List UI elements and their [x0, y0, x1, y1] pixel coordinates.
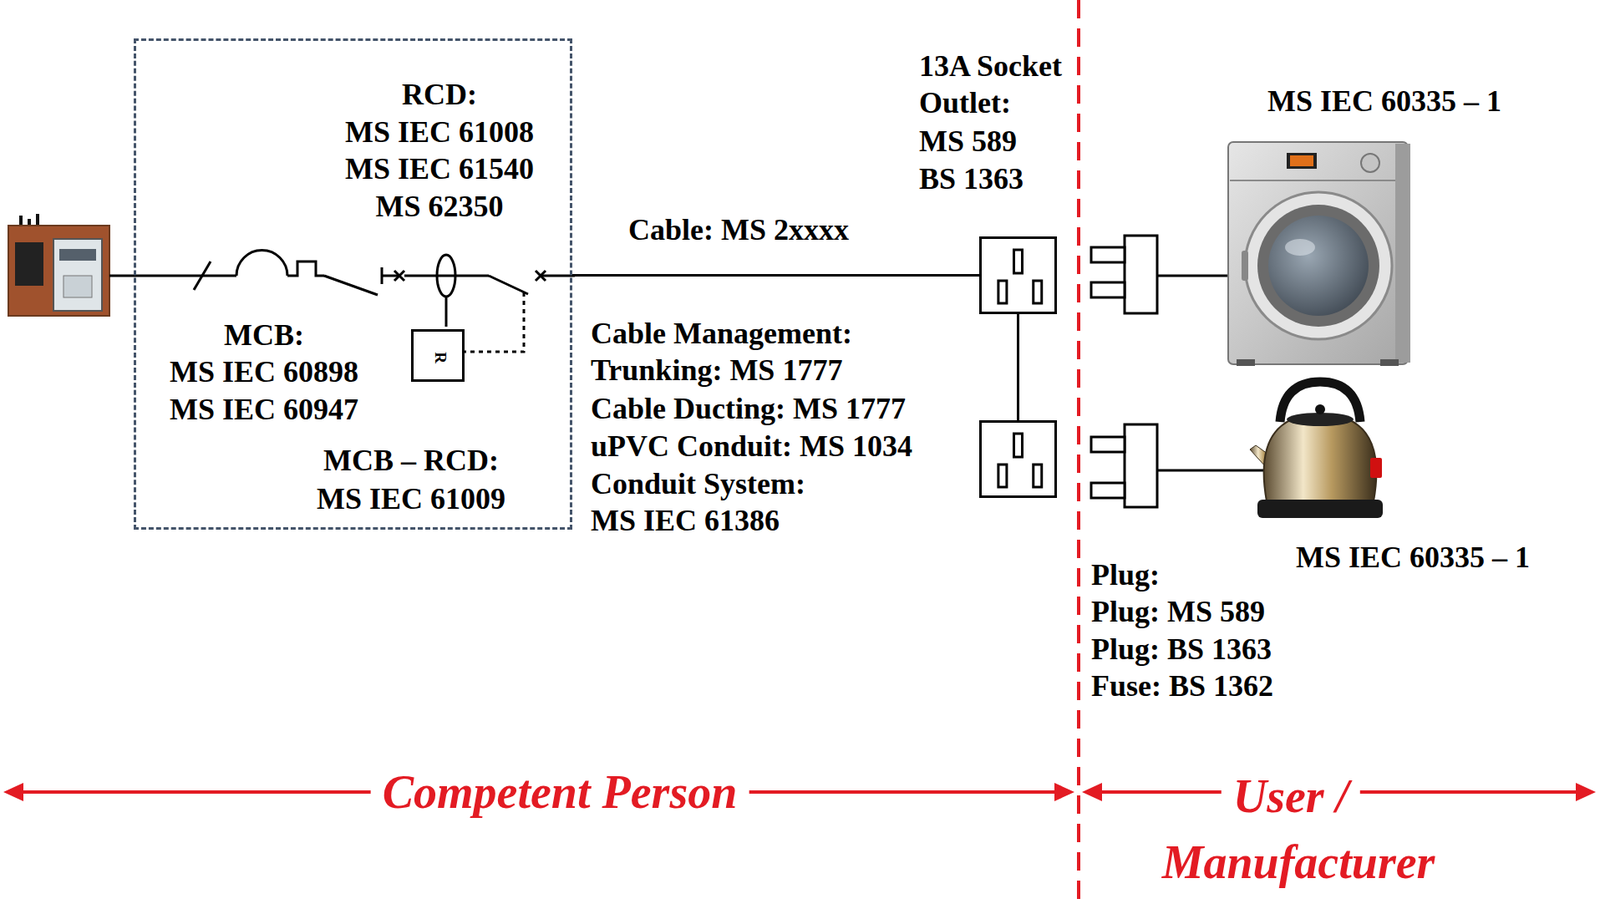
plug-pin: [1091, 247, 1125, 263]
standard-ref: Cable Ducting: MS 1777: [590, 390, 906, 427]
washer-door: [1244, 192, 1392, 340]
dashed-group-box: RCD:MS IEC 61008MS IEC 61540MS 62350MCB:…: [133, 38, 573, 530]
plug-body: [1124, 235, 1158, 314]
washer-display: [1286, 152, 1317, 169]
standard-ref: Plug: BS 1363: [1091, 630, 1272, 668]
socket-outlet: [979, 420, 1057, 498]
standard-ref: Conduit System:: [590, 465, 806, 503]
plug-pin: [1091, 482, 1125, 498]
standard-ref: MS IEC 61009: [316, 480, 506, 518]
outgoing-wire: [540, 274, 575, 278]
circuit-symbols: [109, 250, 575, 352]
relay-letter: R: [431, 351, 450, 364]
standard-ref: RCD:: [401, 76, 478, 113]
socket-slot: [998, 280, 1007, 304]
socket-frame: [980, 238, 1057, 314]
socket-slot: [1033, 280, 1042, 304]
washer-side: [1395, 143, 1411, 363]
arrow-head: [1081, 782, 1103, 802]
cable-label: Cable: MS 2xxxx: [624, 211, 853, 249]
standard-ref: Trunking: MS 1777: [590, 351, 843, 389]
magnetic-trip-step: [287, 261, 325, 276]
appliance-standard: MS IEC 60335 – 1: [1267, 82, 1502, 120]
responsibility-boundary: [1076, 0, 1081, 909]
section-heading: Plug:: [1091, 556, 1160, 594]
kettle-body: [1264, 419, 1377, 502]
socket-outlet: 13A Socket Outlet:MS 589BS 1363: [979, 236, 1057, 315]
washer-foot: [1380, 359, 1399, 366]
glass-highlight: [1285, 238, 1316, 256]
pole-slash: [193, 261, 211, 290]
standard-ref: MS IEC 61540: [345, 150, 534, 188]
kettle-switch: [1370, 457, 1382, 478]
standard-ref: MS IEC 61008: [345, 113, 534, 151]
cutout-fuse: [15, 242, 44, 286]
socket-standard: MS 589: [919, 122, 1017, 160]
lid-knob: [1315, 404, 1326, 415]
current-transformer: [436, 254, 456, 297]
supply-wire: [109, 274, 237, 278]
standard-ref: MCB – RCD:: [323, 441, 499, 479]
responsibility-label: Manufacturer: [1150, 834, 1448, 890]
mcb-contact-cross: [394, 270, 405, 281]
door-glass: [1268, 215, 1369, 316]
door-ring: [1257, 204, 1380, 327]
standard-ref: MS IEC 60898: [169, 353, 359, 391]
plug-body: [1124, 424, 1158, 508]
kettle-lid: [1286, 412, 1354, 427]
thermal-trip-arc: [236, 250, 288, 276]
door-handle: [1241, 250, 1249, 281]
sense-wire: [445, 296, 448, 327]
responsibility-label: Competent Person: [370, 764, 750, 820]
socket-slot: [1014, 433, 1023, 458]
cable-connector: [1016, 314, 1020, 421]
washer-knob: [1361, 153, 1380, 173]
wood-board: [8, 225, 110, 316]
relay-box: R: [411, 329, 465, 382]
panel-line: [1229, 179, 1396, 182]
responsibility-label: User /: [1221, 768, 1361, 824]
socket-slot: [998, 464, 1007, 488]
meter-window: [63, 275, 92, 298]
socket-face: [979, 236, 1057, 315]
energy-meter: [53, 238, 102, 311]
arrow-head: [1575, 782, 1596, 802]
standard-ref: MS IEC 60947: [169, 391, 359, 428]
mcb-switch-blade: [324, 275, 378, 295]
washer-display-glow: [1290, 155, 1314, 167]
standard-ref: uPVC Conduit: MS 1034: [590, 427, 913, 465]
socket-standard: BS 1363: [919, 160, 1024, 198]
washing-machine: [1228, 142, 1411, 366]
socket-standard: 13A Socket Outlet:: [919, 47, 1097, 122]
section-heading: Cable Management:: [590, 314, 853, 352]
washer-body: [1228, 142, 1408, 365]
plug-pin: [1091, 436, 1125, 453]
standard-ref: Plug: MS 589: [1091, 593, 1265, 630]
socket-frame: [980, 421, 1057, 498]
socket-slot: [1014, 249, 1023, 274]
plug-pin: [1091, 282, 1125, 298]
mcb-contact: [381, 267, 400, 285]
kettle-base: [1257, 499, 1383, 519]
kettle: [1249, 381, 1383, 519]
meter-display: [59, 248, 97, 261]
arrow-head: [1054, 782, 1075, 802]
cable-connector: [572, 274, 980, 277]
standard-ref: MS 62350: [375, 187, 504, 225]
standard-ref: MCB:: [223, 316, 305, 354]
standard-ref: MS IEC 61386: [590, 502, 780, 539]
washer-foot: [1236, 359, 1255, 366]
appliance-standard: MS IEC 60335 – 1: [1295, 538, 1530, 576]
trip-link: [462, 292, 524, 352]
socket-slot: [1033, 464, 1042, 488]
socket-face: [979, 420, 1057, 498]
arrow-head: [3, 782, 24, 802]
appliance-cord: [1157, 274, 1229, 278]
standard-ref: Fuse: BS 1362: [1091, 667, 1274, 705]
appliance-cord: [1157, 469, 1264, 473]
rcd-switch-blade: [488, 275, 529, 295]
meter-board: [8, 213, 110, 316]
rcd-wire: [404, 274, 489, 278]
